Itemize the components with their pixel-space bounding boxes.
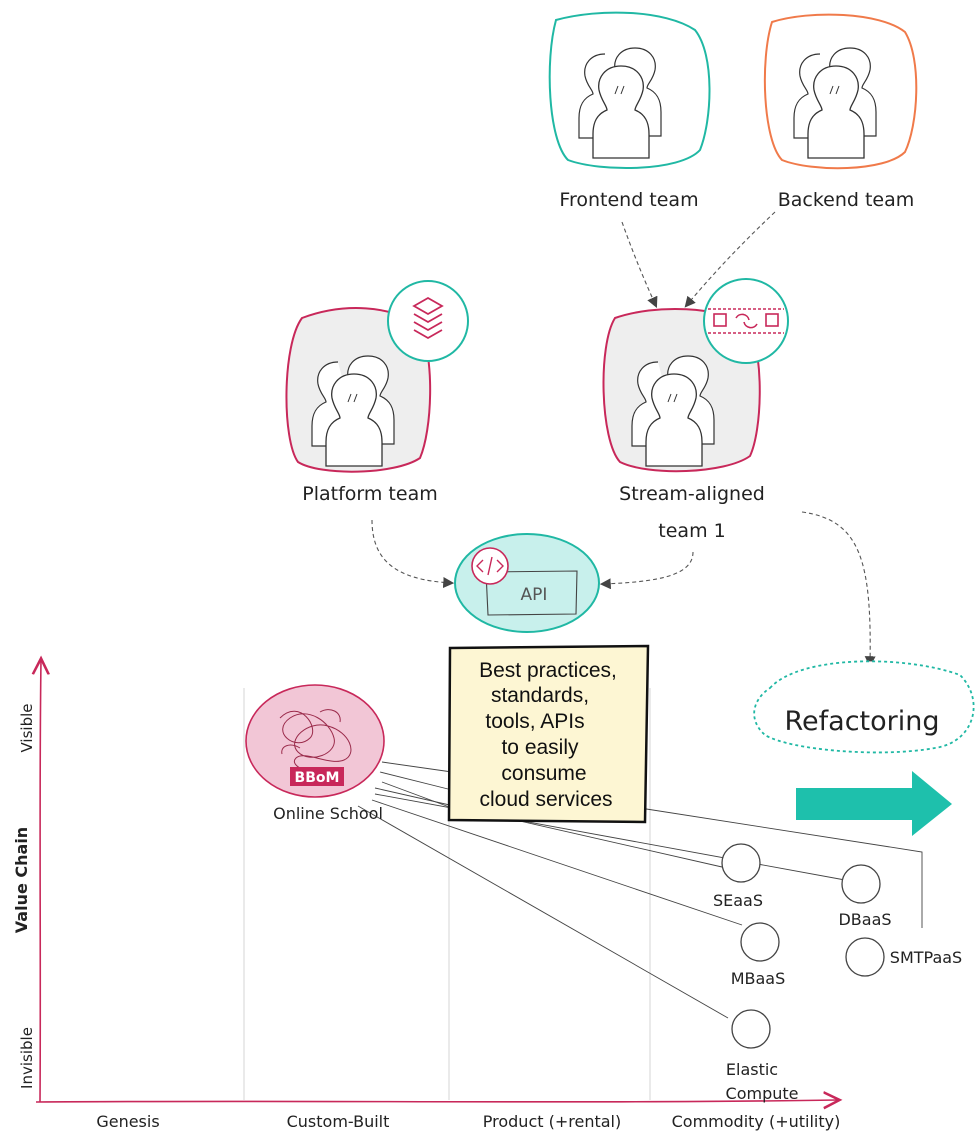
seaas-label: SEaaS: [713, 891, 763, 910]
value-chain-axis: [36, 660, 838, 1102]
online-school-component[interactable]: BBoM: [245, 684, 385, 798]
note-line-3: tools, APIs: [485, 710, 584, 733]
seaas-component[interactable]: [721, 843, 761, 883]
stage-product: Product (+rental): [483, 1112, 621, 1131]
axis-label-visible: Visible: [18, 704, 36, 753]
smtpaas-component[interactable]: [845, 937, 885, 977]
stage-genesis: Genesis: [96, 1112, 159, 1131]
best-practices-note[interactable]: Best practices, standards, tools, APIs t…: [447, 644, 650, 824]
arrow-platform-to-api: [371, 519, 455, 589]
note-line-1: Best practices,: [479, 659, 617, 682]
dependency-lines: [357, 761, 923, 1019]
backend-team[interactable]: [763, 13, 918, 170]
refactoring-ellipse[interactable]: Refactoring: [753, 660, 975, 754]
axis-title-value-chain: Value Chain: [12, 827, 31, 933]
stream-flow-icon: [708, 308, 784, 334]
mbaas-component[interactable]: [740, 922, 780, 962]
evolution-arrow: [796, 771, 952, 836]
platform-team[interactable]: [285, 280, 469, 473]
elastic-compute-label-line2: Compute: [726, 1084, 799, 1103]
stream-aligned-label-line1: Stream-aligned: [619, 483, 765, 505]
stage-custom-built: Custom-Built: [287, 1112, 390, 1131]
axis-label-invisible: Invisible: [18, 1027, 36, 1089]
note-line-5: consume: [501, 762, 586, 785]
layers-icon: [412, 296, 444, 340]
arrow-backend-to-stream: [684, 211, 776, 308]
smtpaas-label: SMTPaaS: [890, 948, 962, 967]
elastic-compute-label-line1: Elastic: [726, 1060, 778, 1079]
note-line-2: standards,: [491, 684, 589, 707]
dbaas-label: DBaaS: [838, 910, 891, 929]
arrow-frontend-to-stream: [621, 221, 658, 309]
refactoring-label: Refactoring: [784, 706, 939, 737]
frontend-team[interactable]: [548, 11, 711, 170]
tangle-icon: [279, 709, 352, 772]
stage-commodity: Commodity (+utility): [672, 1112, 841, 1131]
elastic-compute-component[interactable]: [731, 1009, 771, 1049]
stream-aligned-label-line2: team 1: [658, 520, 725, 542]
stream-aligned-team[interactable]: [602, 278, 789, 473]
dbaas-component[interactable]: [841, 864, 881, 904]
arrow-stream-to-api: [599, 551, 694, 590]
mbaas-label: MBaaS: [731, 969, 786, 988]
arrow-stream-to-refactoring: [801, 511, 876, 668]
api-label: API: [521, 585, 548, 605]
frontend-team-label: Frontend team: [559, 189, 698, 211]
platform-team-label: Platform team: [302, 483, 437, 505]
note-line-4: to easily: [501, 736, 579, 759]
bbom-badge: BBoM: [295, 770, 340, 786]
api-interface[interactable]: API: [454, 533, 600, 633]
online-school-label: Online School: [273, 804, 383, 823]
note-line-6: cloud services: [479, 788, 612, 811]
backend-team-label: Backend team: [778, 189, 915, 211]
